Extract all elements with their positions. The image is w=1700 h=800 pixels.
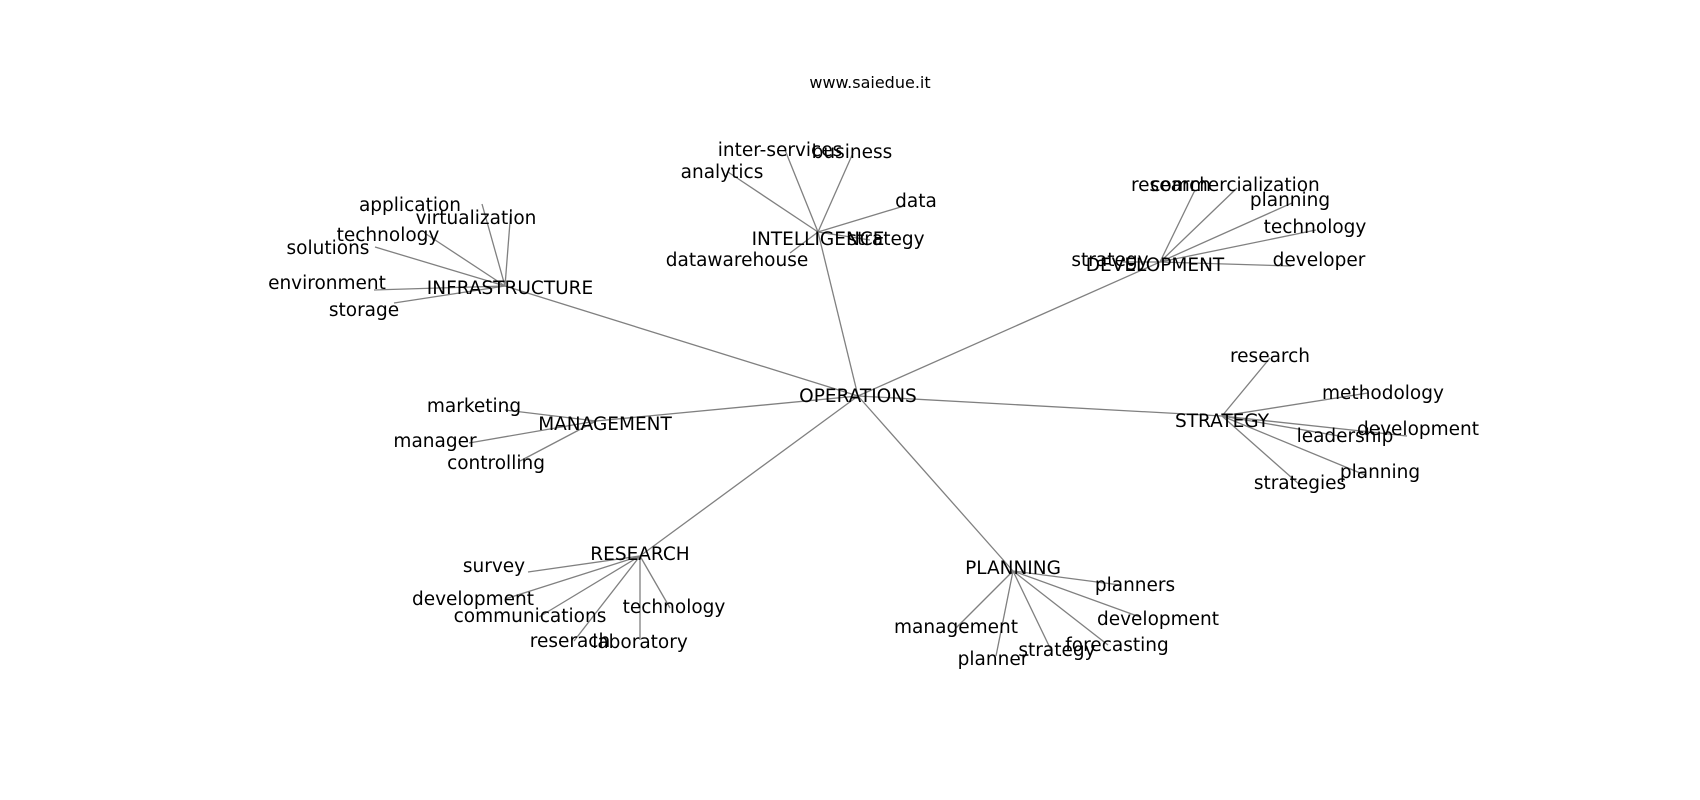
edge-research-technology xyxy=(639,555,671,609)
term-label-infrastructure-environment: environment xyxy=(268,273,386,294)
term-label-intelligence-datawarehouse: datawarehouse xyxy=(666,250,809,271)
term-label-development-technology: technology xyxy=(1264,217,1367,238)
term-label-planning-development: development xyxy=(1097,609,1219,630)
edge-infrastructure-storage xyxy=(393,285,506,304)
hub-label-planning: PLANNING xyxy=(965,558,1061,579)
term-label-planning-management: management xyxy=(894,617,1018,638)
edge-infrastructure-solutions xyxy=(374,246,506,287)
edge-planning-strategy xyxy=(1012,570,1053,653)
edge-management-controlling xyxy=(519,420,597,462)
term-label-strategy-methodology: methodology xyxy=(1322,383,1444,404)
term-label-development-developer: developer xyxy=(1273,250,1366,271)
hub-label-development: DEVELOPMENT xyxy=(1086,255,1225,276)
term-label-planning-planners: planners xyxy=(1095,575,1175,596)
edge-strategy-planning xyxy=(1221,415,1366,476)
edge-strategy-methodology xyxy=(1221,392,1369,417)
root-node-label: OPERATIONS xyxy=(799,386,917,407)
label-layer: www.saiedue.it OPERATIONS applicationvir… xyxy=(268,73,1479,670)
term-label-strategy-research: research xyxy=(1230,346,1310,367)
term-label-research-laboratory: laboratory xyxy=(592,632,688,653)
edge-infrastructure-virtualization xyxy=(504,208,512,287)
hub-label-intelligence: INTELLIGENCE xyxy=(752,229,885,250)
hub-label-infrastructure: INFRASTRUCTURE xyxy=(427,278,593,299)
edge-management-manager xyxy=(468,420,597,444)
edge-root-intelligence xyxy=(817,231,859,397)
edge-intelligence-analytics xyxy=(727,171,819,233)
term-label-infrastructure-solutions: solutions xyxy=(287,238,370,259)
term-label-strategy-leadership: leadership xyxy=(1297,426,1394,447)
term-label-infrastructure-virtualization: virtualization xyxy=(416,208,537,229)
term-label-management-marketing: marketing xyxy=(427,396,521,417)
edge-research-reserach xyxy=(573,555,641,642)
edge-intelligence-data xyxy=(817,205,905,233)
term-label-development-commercialization: commercialization xyxy=(1150,175,1320,196)
edge-intelligence-datawarehouse xyxy=(789,231,819,254)
term-label-planning-planner: planner xyxy=(958,649,1029,670)
term-label-strategy-strategies: strategies xyxy=(1254,473,1346,494)
edge-development-commercialization xyxy=(1159,187,1238,263)
edge-strategy-strategies xyxy=(1221,415,1301,486)
term-label-development-planning: planning xyxy=(1250,190,1330,211)
edge-root-planning xyxy=(857,395,1014,572)
edge-planning-development xyxy=(1012,570,1141,618)
term-label-research-development: development xyxy=(412,589,534,610)
term-label-intelligence-strategy: strategy xyxy=(847,229,924,250)
edge-root-infrastructure xyxy=(504,285,859,397)
edge-infrastructure-technology xyxy=(425,233,506,287)
term-label-planning-forecasting: forecasting xyxy=(1065,635,1168,656)
term-label-intelligence-business: business xyxy=(812,142,893,163)
edge-management-marketing xyxy=(504,409,597,422)
term-label-management-controlling: controlling xyxy=(447,453,545,474)
edge-strategy-development xyxy=(1221,415,1408,437)
edge-planning-planners xyxy=(1012,570,1121,586)
edge-root-research xyxy=(639,395,859,557)
edge-planning-forecasting xyxy=(1012,570,1109,646)
term-label-management-manager: manager xyxy=(393,431,477,452)
term-label-infrastructure-technology: technology xyxy=(337,225,440,246)
term-label-intelligence-inter-services: inter-services xyxy=(718,140,843,161)
term-label-research-reserach: reserach xyxy=(530,631,610,652)
term-label-development-strategy: strategy xyxy=(1071,250,1148,271)
edge-development-technology xyxy=(1159,229,1317,263)
edge-strategy-research xyxy=(1221,357,1271,417)
hub-label-strategy: STRATEGY xyxy=(1175,411,1270,432)
term-label-intelligence-data: data xyxy=(895,191,937,212)
term-label-infrastructure-storage: storage xyxy=(329,300,399,321)
edge-layer xyxy=(373,149,1408,657)
edge-intelligence-business xyxy=(817,152,854,233)
edge-root-development xyxy=(857,261,1161,397)
edge-infrastructure-environment xyxy=(373,285,506,291)
term-label-research-survey: survey xyxy=(463,556,525,577)
edge-root-management xyxy=(595,395,859,422)
edge-planning-management xyxy=(955,570,1014,629)
watermark-url: www.saiedue.it xyxy=(809,73,930,92)
edge-development-planning xyxy=(1159,202,1293,263)
term-label-research-technology: technology xyxy=(623,597,726,618)
hub-label-management: MANAGEMENT xyxy=(538,414,672,435)
edge-intelligence-inter-services xyxy=(784,149,819,233)
edge-intelligence-strategy xyxy=(817,231,871,241)
edge-root-strategy xyxy=(857,395,1223,417)
term-label-intelligence-analytics: analytics xyxy=(681,162,764,183)
edge-infrastructure-application xyxy=(481,203,506,287)
term-label-strategy-development: development xyxy=(1357,419,1479,440)
term-label-development-research: research xyxy=(1131,175,1211,196)
edge-research-survey xyxy=(527,555,641,573)
edge-development-developer xyxy=(1159,261,1292,267)
edge-research-communications xyxy=(538,555,641,618)
edge-research-development xyxy=(504,555,641,600)
edge-strategy-leadership xyxy=(1221,415,1346,438)
edge-development-research xyxy=(1159,189,1196,263)
term-label-research-communications: communications xyxy=(454,606,607,627)
edge-planning-planner xyxy=(995,570,1014,657)
hub-label-research: RESEARCH xyxy=(590,544,689,565)
term-label-strategy-planning: planning xyxy=(1340,462,1420,483)
term-label-planning-strategy: strategy xyxy=(1018,640,1095,661)
term-label-infrastructure-application: application xyxy=(359,195,461,216)
